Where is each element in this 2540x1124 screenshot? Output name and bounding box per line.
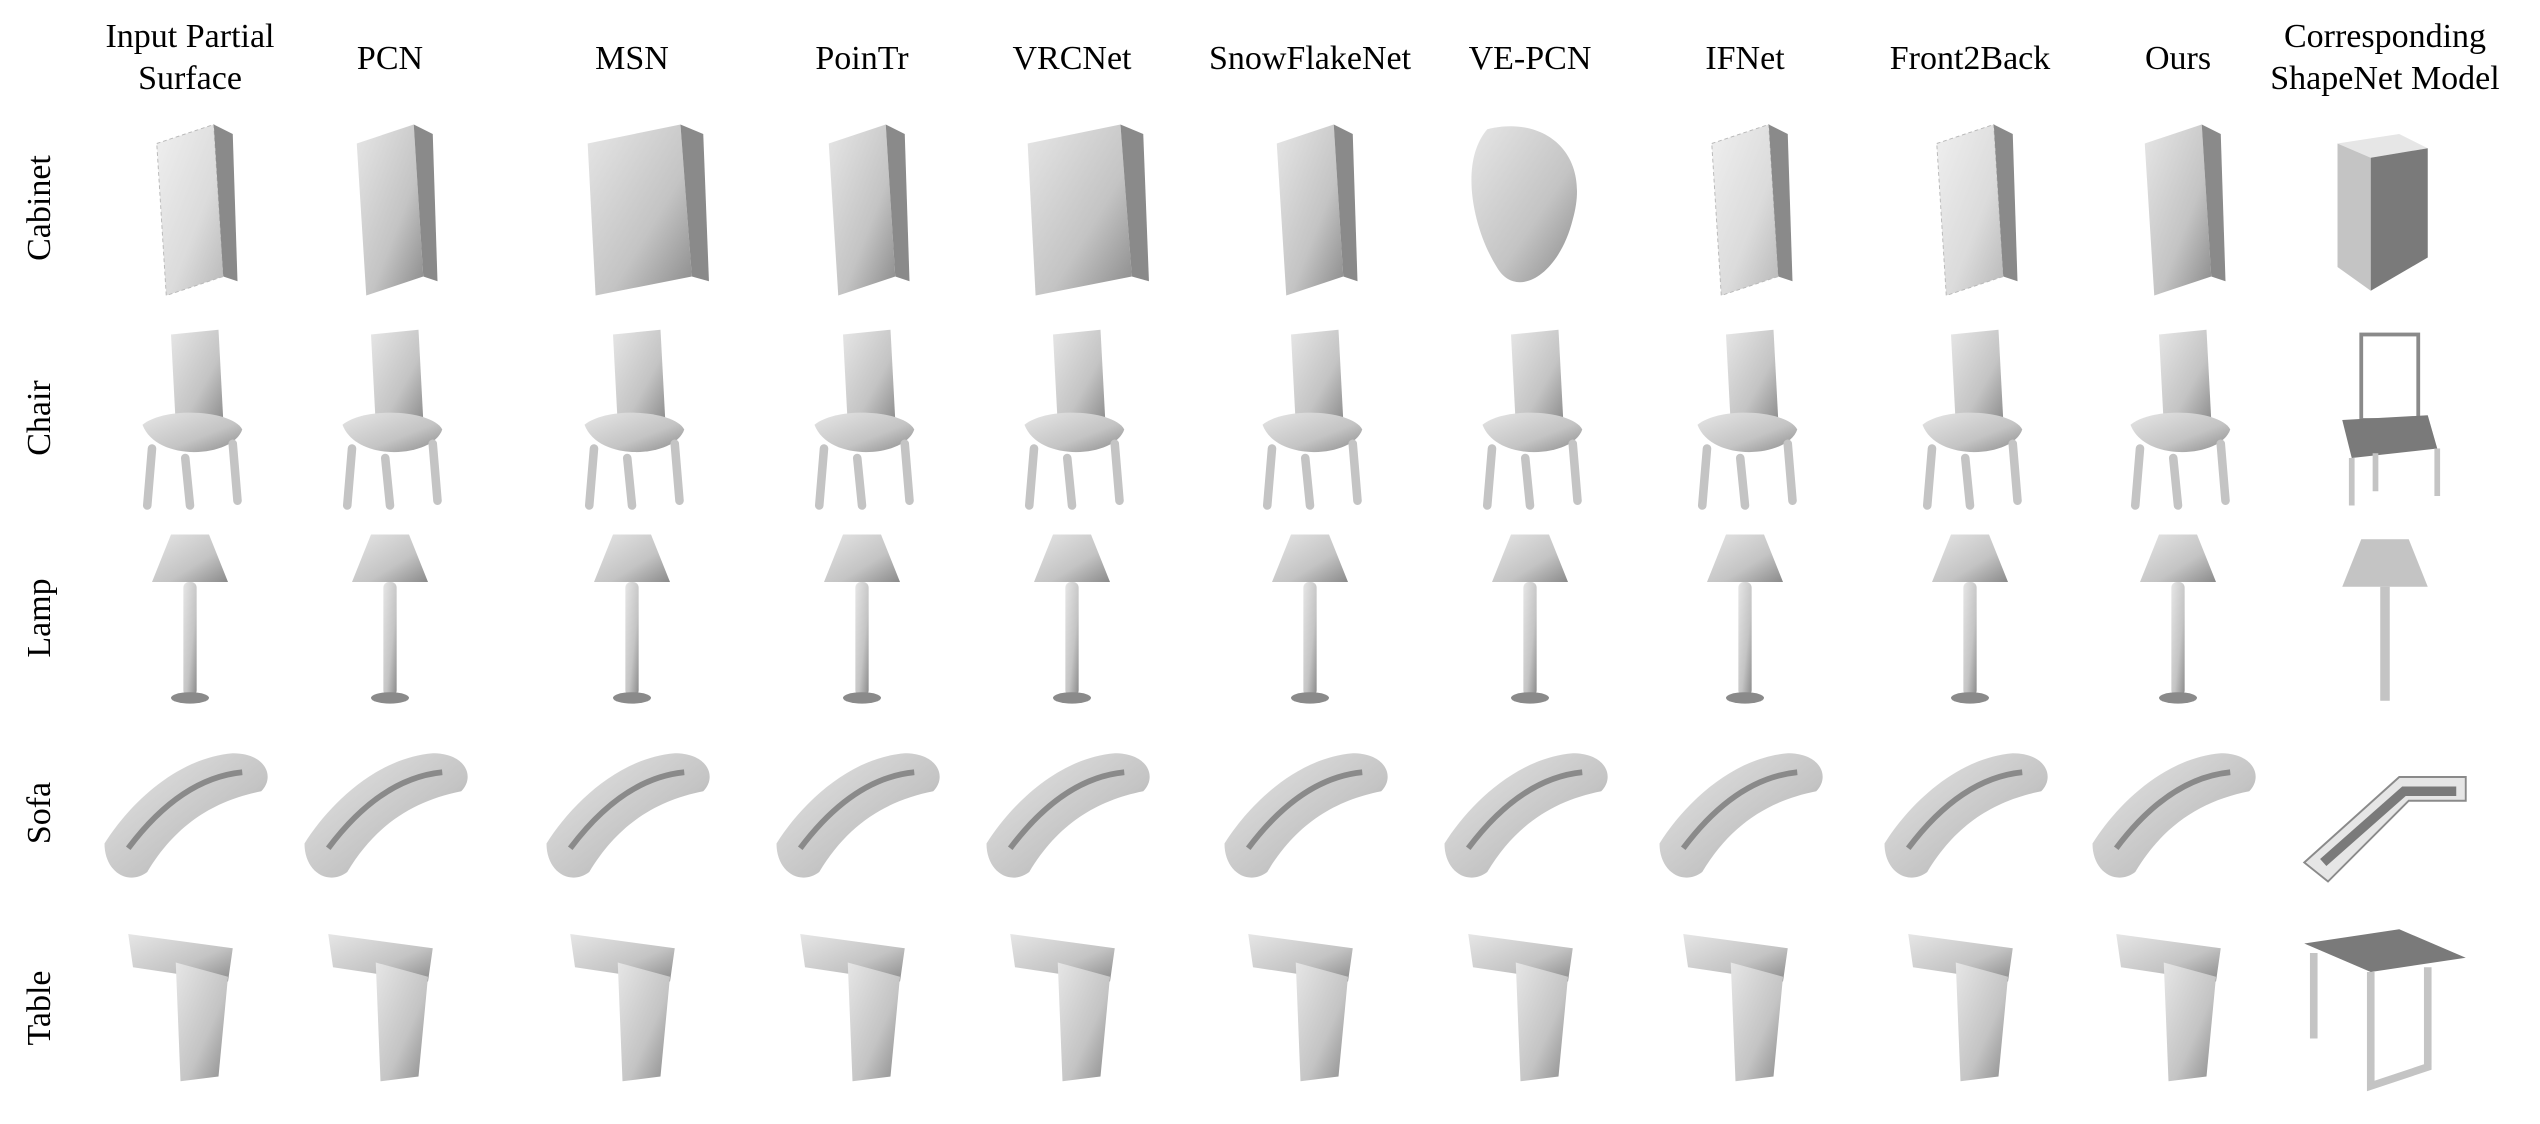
sofa-result-5 (1210, 720, 1410, 910)
table-result-5 (1210, 915, 1410, 1105)
lamp-result-9 (2078, 525, 2278, 715)
column-header-2: MSN (472, 38, 792, 80)
column-header-line1: PoinTr (815, 40, 909, 77)
cabinet-result-6 (1430, 115, 1630, 305)
row-label-cabinet: Cabinet (21, 155, 58, 261)
column-header-line1: Front2Back (1889, 40, 2051, 77)
column-header-4: VRCNet (912, 38, 1232, 80)
cabinet-result-7 (1645, 115, 1845, 305)
table-result-1 (290, 915, 490, 1105)
row-label-lamp: Lamp (21, 578, 58, 658)
lamp-result-6 (1430, 525, 1630, 715)
table-result-10 (2285, 915, 2485, 1105)
column-header-line1: Ours (2144, 40, 2212, 77)
row-label-table: Table (21, 970, 58, 1046)
chair-result-8 (1870, 325, 2070, 515)
column-header-line1: PCN (356, 40, 424, 77)
column-header-line2: Surface (138, 60, 242, 97)
cabinet-result-0 (90, 115, 290, 305)
row-label-sofa: Sofa (21, 781, 58, 845)
column-header-line2: ShapeNet Model (2270, 60, 2500, 97)
chair-result-4 (972, 325, 1172, 515)
lamp-result-0 (90, 525, 290, 715)
row-label-chair: Chair (21, 380, 58, 456)
column-header-line1: SnowFlakeNet (1208, 40, 1412, 77)
chair-result-7 (1645, 325, 1845, 515)
column-header-line1: VE-PCN (1468, 40, 1592, 77)
lamp-result-2 (532, 525, 732, 715)
column-header-5: SnowFlakeNet (1150, 38, 1470, 80)
column-header-line1: IFNet (1705, 40, 1785, 77)
column-header-3: PoinTr (702, 38, 1022, 80)
sofa-result-9 (2078, 720, 2278, 910)
lamp-result-10 (2285, 525, 2485, 715)
cabinet-result-4 (972, 115, 1172, 305)
chair-result-2 (532, 325, 732, 515)
column-header-line1: VRCNet (1012, 40, 1132, 77)
chair-result-1 (290, 325, 490, 515)
lamp-result-7 (1645, 525, 1845, 715)
lamp-result-4 (972, 525, 1172, 715)
column-header-9: Ours (2018, 38, 2338, 80)
sofa-result-4 (972, 720, 1172, 910)
sofa-result-2 (532, 720, 732, 910)
chair-result-6 (1430, 325, 1630, 515)
table-result-7 (1645, 915, 1845, 1105)
column-header-8: Front2Back (1810, 38, 2130, 80)
chair-result-10 (2285, 325, 2485, 515)
sofa-result-10 (2285, 720, 2485, 910)
cabinet-result-3 (762, 115, 962, 305)
lamp-result-5 (1210, 525, 1410, 715)
table-result-2 (532, 915, 732, 1105)
chair-result-3 (762, 325, 962, 515)
cabinet-result-2 (532, 115, 732, 305)
chair-result-5 (1210, 325, 1410, 515)
sofa-result-1 (290, 720, 490, 910)
sofa-result-0 (90, 720, 290, 910)
cabinet-result-9 (2078, 115, 2278, 305)
table-result-6 (1430, 915, 1630, 1105)
lamp-result-8 (1870, 525, 2070, 715)
sofa-result-3 (762, 720, 962, 910)
column-header-line1: Input Partial (105, 18, 275, 55)
lamp-result-1 (290, 525, 490, 715)
cabinet-result-10 (2285, 115, 2485, 305)
sofa-result-6 (1430, 720, 1630, 910)
sofa-result-8 (1870, 720, 2070, 910)
lamp-result-3 (762, 525, 962, 715)
table-result-8 (1870, 915, 2070, 1105)
column-header-line1: MSN (595, 40, 669, 77)
chair-result-0 (90, 325, 290, 515)
table-result-9 (2078, 915, 2278, 1105)
chair-result-9 (2078, 325, 2278, 515)
cabinet-result-1 (290, 115, 490, 305)
column-header-line1: Corresponding (2283, 18, 2487, 55)
table-result-3 (762, 915, 962, 1105)
sofa-result-7 (1645, 720, 1845, 910)
column-header-7: IFNet (1585, 38, 1905, 80)
table-result-0 (90, 915, 290, 1105)
cabinet-result-5 (1210, 115, 1410, 305)
cabinet-result-8 (1870, 115, 2070, 305)
column-header-6: VE-PCN (1370, 38, 1690, 80)
table-result-4 (972, 915, 1172, 1105)
column-header-1: PCN (230, 38, 550, 80)
